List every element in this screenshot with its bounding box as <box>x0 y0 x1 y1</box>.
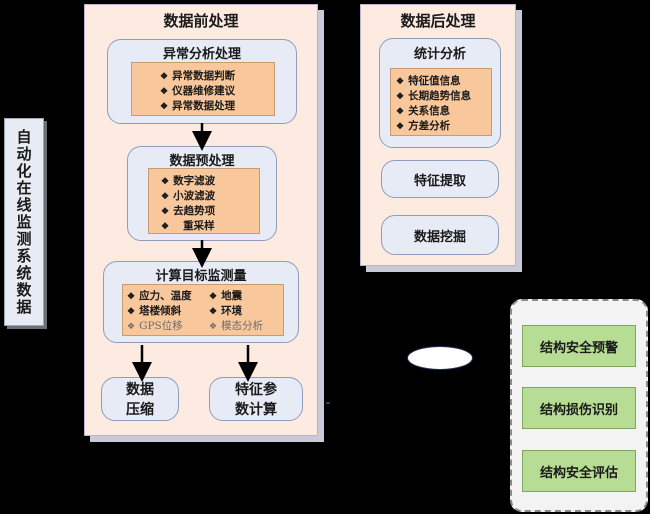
diamond-bullet-icon: ❖ <box>209 292 218 302</box>
anomaly-list: ❖异常数据判断 ❖仪器维修建议 ❖异常数据处理 <box>131 62 275 116</box>
statistics-list: ❖特征值信息 ❖长期趋势信息 ❖关系信息 ❖方差分析 <box>390 68 492 136</box>
list-item: ❖特征值信息 <box>396 75 461 87</box>
statistics-title: 统计分析 <box>413 47 466 62</box>
list-item: ❖仪器维修建议 <box>160 85 236 97</box>
list-item: ❖应力、温度 <box>127 290 192 302</box>
diamond-bullet-icon: ❖ <box>127 322 136 332</box>
list-item: ❖数字滤波 <box>161 175 216 187</box>
diamond-bullet-icon: ❖ <box>161 207 170 217</box>
source-data-label: 自动化在线监测系统数据 <box>14 128 33 316</box>
diamond-bullet-icon: ❖ <box>209 322 218 332</box>
diamond-bullet-icon: ❖ <box>160 72 169 82</box>
diamond-bullet-icon: ❖ <box>160 102 169 112</box>
post-processing-title: 数据后处理 <box>400 12 476 30</box>
list-item: ❖长期趋势信息 <box>396 90 472 102</box>
list-item: ❖去趋势项 <box>161 205 216 217</box>
structural-safety-panel: 结构安全预警 结构损伤识别 结构安全评估 <box>510 299 648 512</box>
preprocess-list: ❖数字滤波 ❖小波滤波 ❖去趋势项 ❖重采样 <box>148 168 260 234</box>
feature-parameter-calc-box: 特征参 数计算 <box>209 377 303 421</box>
safety-warning-box: 结构安全预警 <box>522 325 636 367</box>
list-item: ❖重采样 <box>161 220 215 232</box>
post-processing-panel: 数据后处理 统计分析 ❖特征值信息 ❖长期趋势信息 ❖关系信息 ❖方差分析 特征… <box>360 4 516 266</box>
source-data-label-box: 自动化在线监测系统数据 <box>4 118 44 326</box>
diamond-bullet-icon: ❖ <box>127 307 136 317</box>
list-item: ❖模态分析 <box>209 320 264 332</box>
anomaly-title: 异常分析处理 <box>162 47 241 62</box>
target-metrics-title: 计算目标监测量 <box>155 269 247 284</box>
pre-processing-title: 数据前处理 <box>163 12 239 30</box>
diamond-bullet-icon: ❖ <box>127 292 136 302</box>
preprocess-title: 数据预处理 <box>169 154 235 169</box>
list-item: ❖方差分析 <box>396 120 451 132</box>
list-item: ❖塔楼倾斜 <box>127 305 182 317</box>
list-item: ❖GPS位移 <box>127 320 183 332</box>
diamond-bullet-icon: ❖ <box>161 177 170 187</box>
list-item: ❖异常数据处理 <box>160 100 236 112</box>
diamond-bullet-icon: ❖ <box>161 192 170 202</box>
data-mining-box: 数据挖掘 <box>381 215 499 255</box>
connector-ellipse <box>407 346 473 370</box>
data-compression-box: 数据 压缩 <box>101 377 179 421</box>
list-item: ❖关系信息 <box>396 105 451 117</box>
diamond-bullet-icon: ❖ <box>396 122 405 132</box>
list-item: ❖环境 <box>209 305 243 317</box>
list-item: ❖异常数据判断 <box>160 70 236 82</box>
diamond-bullet-icon: ❖ <box>396 107 405 117</box>
anomaly-group: 异常分析处理 ❖异常数据判断 ❖仪器维修建议 ❖异常数据处理 <box>107 39 297 124</box>
list-item: ❖小波滤波 <box>161 190 216 202</box>
statistics-group: 统计分析 ❖特征值信息 ❖长期趋势信息 ❖关系信息 ❖方差分析 <box>379 38 501 148</box>
feature-extraction-box: 特征提取 <box>381 160 499 198</box>
safety-assessment-box: 结构安全评估 <box>522 450 636 492</box>
preprocess-group: 数据预处理 ❖数字滤波 ❖小波滤波 ❖去趋势项 ❖重采样 <box>127 146 277 241</box>
diamond-bullet-icon: ❖ <box>160 87 169 97</box>
target-metrics-list: ❖应力、温度 ❖地震 ❖塔楼倾斜 ❖环境 ❖GPS位移 ❖模态分析 <box>122 284 284 336</box>
target-metrics-group: 计算目标监测量 ❖应力、温度 ❖地震 ❖塔楼倾斜 ❖环境 ❖GPS位移 ❖模态分… <box>103 261 299 343</box>
diamond-bullet-icon: ❖ <box>396 92 405 102</box>
diamond-bullet-icon: ❖ <box>396 77 405 87</box>
diamond-bullet-icon: ❖ <box>209 307 218 317</box>
pre-processing-panel: 数据前处理 异常分析处理 ❖异常数据判断 ❖仪器维修建议 ❖异常数据处理 数据预… <box>84 4 318 436</box>
list-item: ❖地震 <box>209 290 243 302</box>
diamond-bullet-icon: ❖ <box>161 222 170 232</box>
damage-identification-box: 结构损伤识别 <box>522 387 636 429</box>
